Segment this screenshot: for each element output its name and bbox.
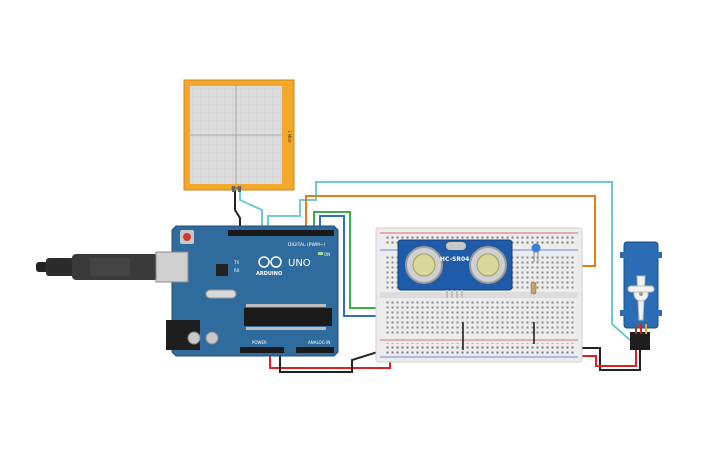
sensor-model-text: HC-SR04 bbox=[440, 256, 469, 263]
crystal bbox=[205, 289, 237, 299]
usb-jack bbox=[155, 251, 189, 283]
servo-connector bbox=[630, 332, 650, 350]
usb-chip bbox=[216, 264, 228, 276]
display-side-label: 1 Mbit bbox=[287, 130, 292, 143]
servo-motor[interactable] bbox=[620, 241, 662, 350]
rx-label: RX bbox=[234, 268, 240, 273]
wire-black-power[interactable] bbox=[279, 349, 385, 373]
wire-red-servo[interactable] bbox=[578, 350, 637, 367]
graph-display[interactable]: 1 Mbit Graph bbox=[183, 79, 295, 192]
led[interactable] bbox=[531, 243, 541, 263]
capacitor-2 bbox=[205, 331, 219, 345]
analog-header bbox=[296, 347, 334, 353]
analog-header-label: ANALOG IN bbox=[308, 340, 330, 345]
arduino-uno-board[interactable]: DIGITAL (PWM~) ARDUINO UNO TX RX ON POWE… bbox=[155, 225, 339, 357]
power-header bbox=[240, 347, 284, 353]
display-bottom-label: Graph bbox=[231, 186, 242, 190]
wire-cyan-display-servo[interactable] bbox=[267, 181, 631, 341]
on-led bbox=[318, 252, 323, 255]
capacitor-1 bbox=[187, 331, 201, 345]
arduino-model-text: UNO bbox=[288, 258, 311, 269]
digital-header bbox=[228, 230, 334, 236]
wire-cyan-display[interactable] bbox=[239, 190, 263, 231]
power-header-label: POWER bbox=[252, 340, 267, 345]
digital-header-label: DIGITAL (PWM~) bbox=[288, 242, 326, 248]
ultrasonic-sensor[interactable]: HC-SR04 bbox=[397, 239, 513, 298]
atmega-chip bbox=[244, 308, 332, 326]
resistor[interactable] bbox=[530, 281, 537, 295]
wire-black-display[interactable] bbox=[234, 190, 241, 231]
sensor-crystal bbox=[446, 242, 466, 250]
on-label: ON bbox=[324, 252, 330, 257]
tx-label: TX bbox=[233, 260, 239, 265]
wire-red-power[interactable] bbox=[269, 356, 391, 369]
arduino-logo bbox=[258, 256, 282, 268]
arduino-brand-text: ARDUINO bbox=[256, 271, 282, 277]
wire-black-servo[interactable] bbox=[578, 347, 641, 371]
